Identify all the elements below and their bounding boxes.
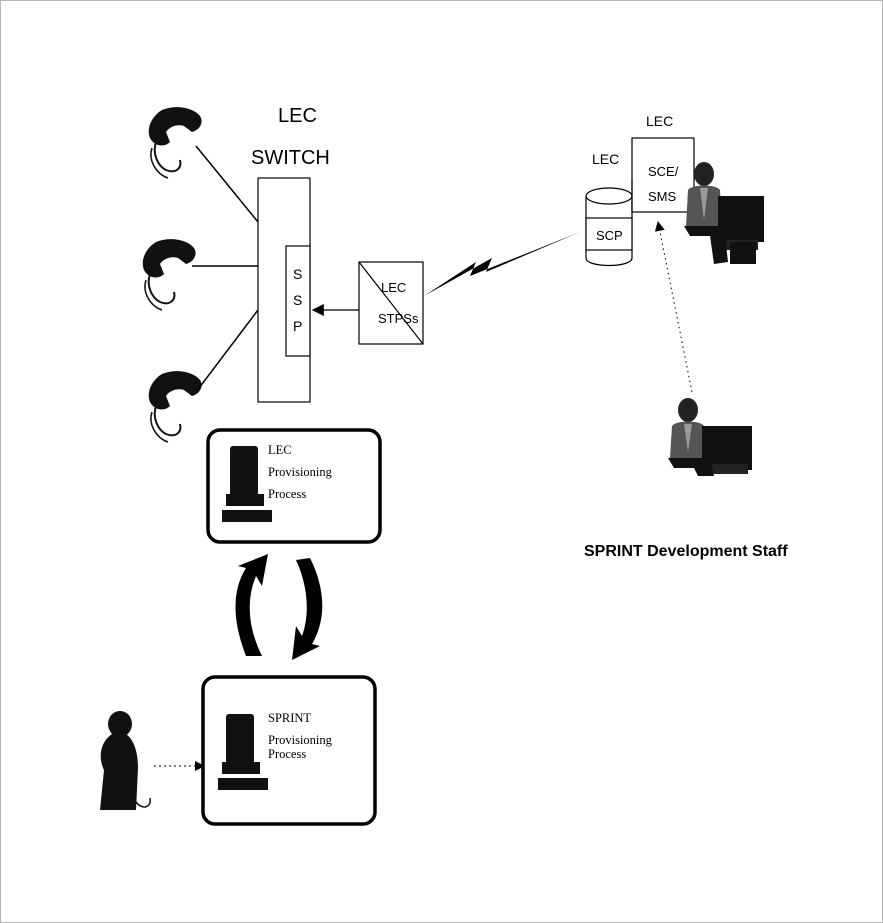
provisioning-up-arrow bbox=[235, 554, 268, 656]
staff-to-sce-dotted-arrow bbox=[654, 221, 693, 393]
development-staff-label: SPRINT Development Staff bbox=[584, 543, 788, 560]
sprint-provisioning-line1: SPRINT bbox=[268, 711, 311, 725]
phone-link-line bbox=[195, 145, 259, 223]
ssp-letter-s1: S bbox=[293, 266, 302, 282]
lightning-link bbox=[424, 232, 580, 296]
stp-line1: LEC bbox=[381, 280, 406, 295]
person-on-phone-icon bbox=[100, 711, 151, 810]
sprint-provisioning-line3: Process bbox=[268, 747, 306, 761]
lec-provisioning-line1: LEC bbox=[268, 443, 292, 457]
provisioning-down-arrow bbox=[292, 558, 323, 660]
ssp-box bbox=[285, 245, 311, 357]
telephone-icon bbox=[142, 239, 196, 311]
sce-sms-line1: SCE/ bbox=[648, 164, 679, 179]
workstation-icon bbox=[218, 714, 268, 790]
ssp-letter-p: P bbox=[293, 318, 302, 334]
stp-line2: STPSs bbox=[378, 311, 419, 326]
lec-provisioning-line3: Process bbox=[268, 487, 306, 501]
sce-sms-top-label: LEC bbox=[646, 113, 673, 129]
switch-title-line1: LEC bbox=[278, 105, 317, 127]
database-icon bbox=[585, 187, 633, 267]
scp-label: SCP bbox=[596, 228, 623, 243]
sprint-provisioning-line2: Provisioning bbox=[268, 733, 333, 747]
ssp-letter-s2: S bbox=[293, 292, 302, 308]
telephone-icon bbox=[148, 371, 202, 443]
person-at-computer-icon bbox=[684, 162, 764, 264]
switch-title-line2: SWITCH bbox=[251, 147, 330, 169]
phone-link-line bbox=[195, 309, 259, 393]
workstation-icon bbox=[222, 446, 272, 522]
lec-provisioning-line2: Provisioning bbox=[268, 465, 333, 479]
sce-sms-box bbox=[631, 137, 695, 213]
scp-lec-label: LEC bbox=[592, 151, 619, 167]
stp-diagonal bbox=[358, 261, 424, 345]
telephone-icon bbox=[148, 107, 202, 179]
person-at-computer-icon bbox=[668, 398, 752, 476]
sce-sms-line2: SMS bbox=[648, 189, 677, 204]
